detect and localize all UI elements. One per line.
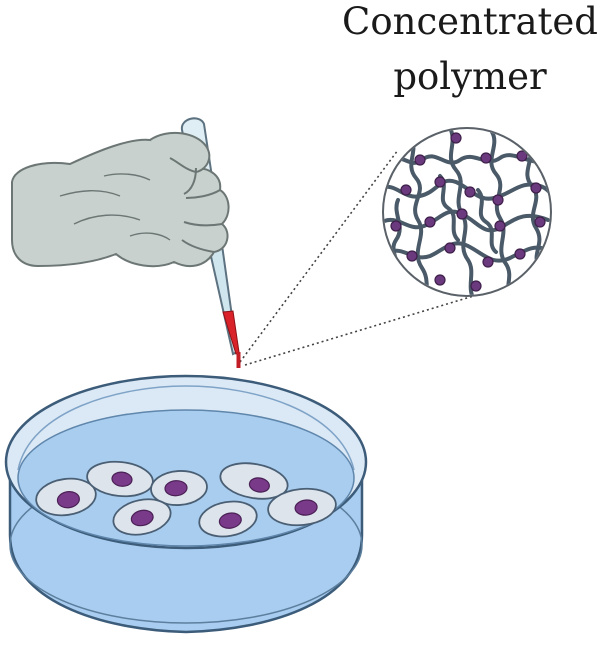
crosslink-node xyxy=(495,221,505,231)
crosslink-node xyxy=(515,249,525,259)
petri-dish-icon xyxy=(6,376,366,632)
crosslink-node xyxy=(493,195,503,205)
crosslink-node xyxy=(425,217,435,227)
crosslink-node xyxy=(465,187,475,197)
crosslink-node xyxy=(435,177,445,187)
crosslink-node xyxy=(471,281,481,291)
zoom-line-lower xyxy=(245,288,500,365)
crosslink-node xyxy=(451,133,461,143)
magnified-polymer-network xyxy=(380,128,556,300)
zoom-line-upper xyxy=(240,150,398,362)
crosslink-node xyxy=(481,153,491,163)
crosslink-node xyxy=(535,217,545,227)
crosslink-node xyxy=(415,155,425,165)
crosslink-node xyxy=(391,221,401,231)
crosslink-node xyxy=(445,243,455,253)
pipette-tip xyxy=(237,352,241,368)
crosslink-node xyxy=(407,251,417,261)
gloved-hand-icon xyxy=(12,133,229,266)
crosslink-node xyxy=(435,275,445,285)
crosslink-node xyxy=(483,257,493,267)
crosslink-node xyxy=(401,185,411,195)
crosslink-node xyxy=(531,183,541,193)
crosslink-node xyxy=(457,209,467,219)
